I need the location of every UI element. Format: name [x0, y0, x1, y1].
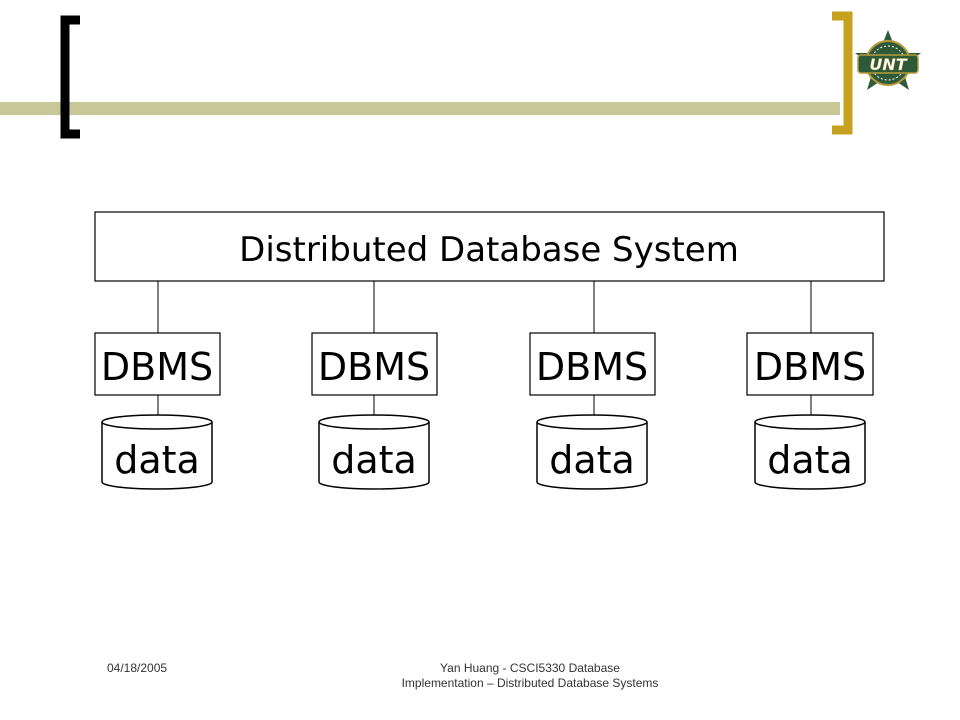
unt-logo-icon: UNT — [855, 30, 921, 90]
dbms-label: DBMS — [754, 345, 866, 389]
data-label: data — [549, 438, 635, 482]
database-cylinder-icon — [754, 414, 866, 490]
footer-caption-line-2: Implementation – Distributed Database Sy… — [401, 676, 659, 690]
database-cylinder-icon — [536, 414, 648, 490]
database-cylinder-icon — [318, 414, 430, 490]
footer-date: 04/18/2005 — [107, 661, 168, 675]
dbms-box — [311, 332, 438, 396]
header-accent-bar — [0, 102, 840, 115]
data-label: data — [114, 438, 200, 482]
dbms-node-4: DBMS data — [746, 332, 874, 490]
footer-caption-line-1: Yan Huang - CSCI5330 Database — [440, 661, 620, 675]
footer-caption: Yan Huang - CSCI5330 Database Implementa… — [370, 661, 690, 691]
database-cylinder-icon — [101, 414, 213, 490]
unt-logo-text: UNT — [869, 55, 907, 74]
system-box: Distributed Database System — [94, 211, 885, 282]
dbms-box — [746, 332, 874, 396]
dbms-node-2: DBMS data — [311, 332, 438, 490]
dbms-box — [529, 332, 656, 396]
dbms-label: DBMS — [536, 345, 648, 389]
dbms-label: DBMS — [101, 345, 213, 389]
system-connectors — [157, 281, 812, 333]
dbms-node-1: DBMS data — [94, 332, 221, 490]
right-bracket — [832, 11, 853, 135]
left-bracket — [60, 15, 80, 139]
data-label: data — [331, 438, 417, 482]
dbms-node-3: DBMS data — [529, 332, 656, 490]
dbms-label: DBMS — [318, 345, 430, 389]
data-label: data — [767, 438, 853, 482]
dbms-box — [94, 332, 221, 396]
system-label: Distributed Database System — [239, 230, 739, 270]
